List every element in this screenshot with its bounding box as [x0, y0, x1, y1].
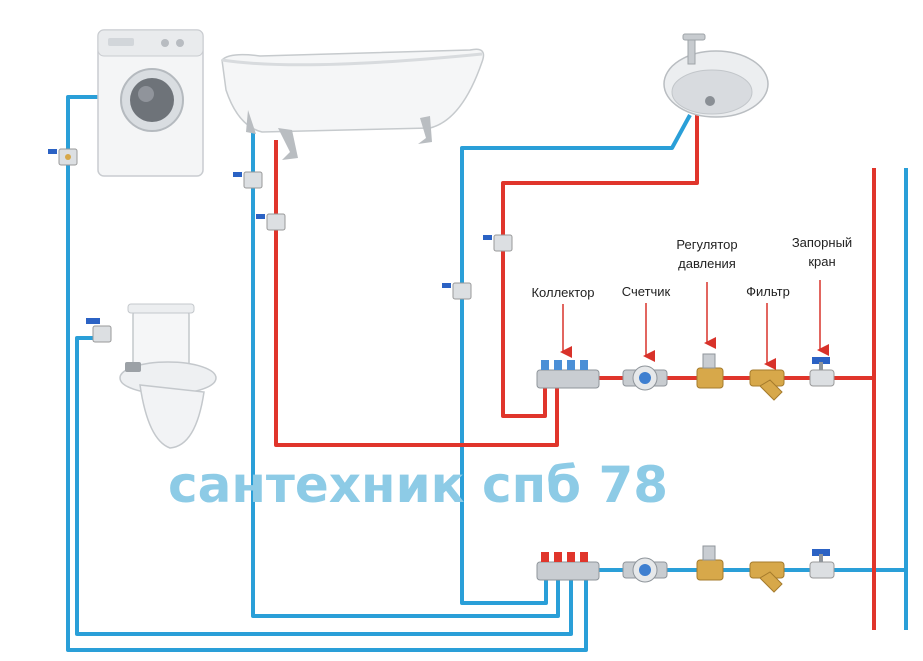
label-valve-line2: кран	[808, 254, 835, 269]
cold-line-components	[536, 545, 835, 593]
valve-toilet	[86, 318, 112, 343]
hot-pipe-sink	[501, 115, 699, 418]
label-regulator-line1: Регулятор	[676, 237, 737, 252]
bathtub-icon	[221, 48, 485, 160]
washing-machine-icon	[97, 29, 204, 177]
filter-cold	[749, 561, 785, 593]
shutoff-valves	[48, 148, 513, 343]
collector-cold	[536, 552, 600, 581]
hot-line-components	[536, 353, 835, 401]
valve-washer	[48, 148, 78, 166]
label-meter: Счетчик	[622, 284, 671, 299]
cold-pipe-sink	[460, 114, 692, 605]
label-collector: Коллектор	[531, 285, 594, 300]
hot-water-pipes	[274, 115, 876, 630]
water-meter-cold	[622, 557, 668, 583]
valve-bathtub-hot	[256, 213, 286, 231]
cold-pipe-washer	[66, 95, 588, 652]
cold-water-pipes	[66, 95, 908, 652]
label-valve-line1: Запорный	[792, 235, 852, 250]
collector-hot	[536, 360, 600, 389]
component-labels: Коллектор Счетчик Регулятор давления Фил…	[531, 235, 852, 300]
cold-pipe-bathtub	[251, 132, 560, 618]
pressure-regulator-cold	[696, 545, 724, 581]
valve-bathtub-cold	[233, 171, 263, 189]
pressure-regulator-hot	[696, 353, 724, 389]
shutoff-valve-cold	[809, 549, 835, 579]
valve-sink-hot	[483, 234, 513, 252]
label-regulator-line2: давления	[678, 256, 736, 271]
hot-pipe-bathtub	[274, 140, 559, 447]
sink-icon	[663, 33, 769, 118]
water-meter-hot	[622, 365, 668, 391]
filter-hot	[749, 369, 785, 401]
label-filter: Фильтр	[746, 284, 790, 299]
toilet-icon	[119, 303, 217, 449]
callout-arrows	[560, 280, 829, 370]
shutoff-valve-hot	[809, 357, 835, 387]
watermark-text: сантехник спб 78	[168, 456, 668, 514]
valve-sink-cold	[442, 282, 472, 300]
cold-pipe-toilet	[75, 336, 573, 636]
